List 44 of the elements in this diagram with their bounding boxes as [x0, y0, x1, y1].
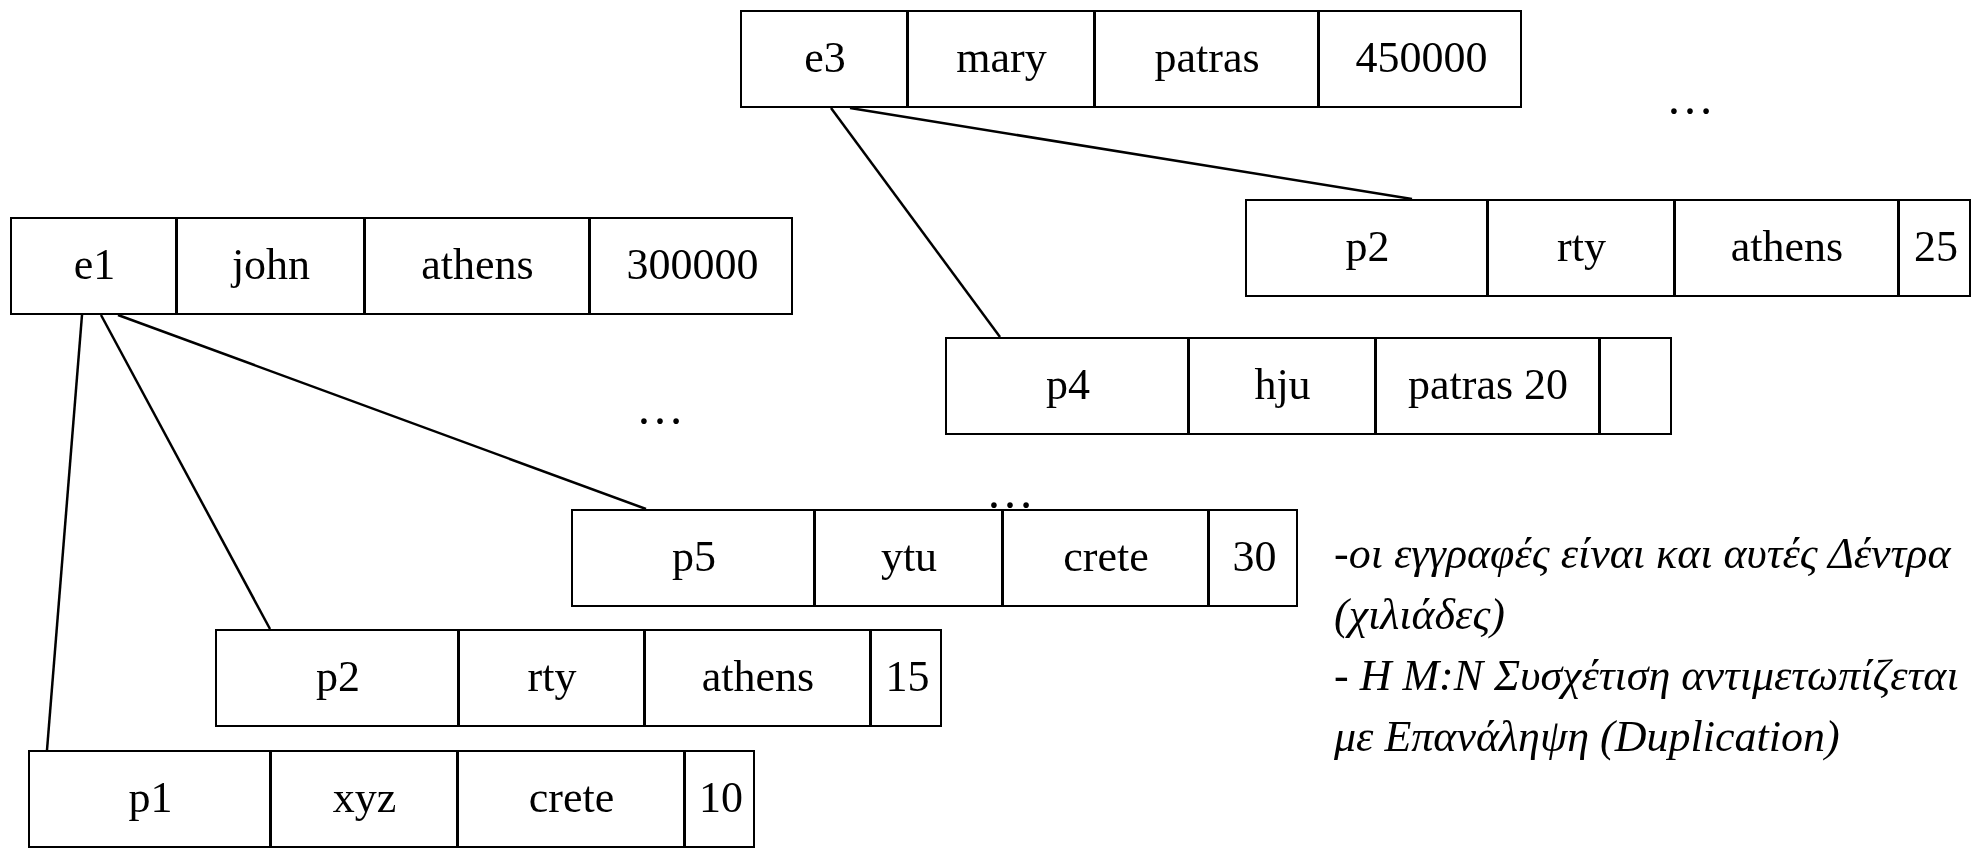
- record-box: [215, 629, 942, 727]
- field-value: p2: [315, 651, 361, 703]
- field-value: 30: [1231, 531, 1278, 583]
- field-value: john: [229, 239, 312, 291]
- ellipsis: …: [635, 380, 685, 436]
- field-value: crete: [527, 772, 616, 824]
- connector-line: [117, 313, 647, 511]
- field-value: athens: [1729, 221, 1845, 273]
- field-value: p4: [1045, 359, 1091, 411]
- field-value: 10: [698, 772, 744, 824]
- field-value: 300000: [625, 239, 760, 291]
- record-box: [740, 10, 1522, 108]
- record-box: [28, 750, 755, 848]
- record-box: [945, 337, 1672, 435]
- connector-line: [99, 314, 272, 630]
- note-text: - Η Μ:Ν Συσχέτιση αντιμετωπίζεται με Επανάληψη (Duplication): [1334, 650, 1960, 763]
- field-value: athens: [420, 239, 535, 291]
- field-value: p5: [671, 531, 717, 583]
- field-value: 25: [1913, 221, 1959, 273]
- field-value: hju: [1253, 359, 1312, 411]
- field-value: 450000: [1354, 32, 1489, 84]
- record-box: [1245, 199, 1971, 297]
- ellipsis: …: [1665, 70, 1715, 126]
- ellipsis: …: [985, 464, 1035, 520]
- note-text: -οι εγγραφές είναι και αυτές Δέντρα (χιλιάδες): [1334, 528, 1953, 641]
- field-value: p1: [127, 772, 174, 824]
- connector-line: [830, 107, 1001, 338]
- record-box: [571, 509, 1298, 607]
- field-value: patras: [1153, 32, 1261, 84]
- record-box: [10, 217, 793, 315]
- field-value: rty: [526, 651, 578, 703]
- field-value: crete: [1062, 531, 1150, 583]
- connector-line: [45, 314, 84, 751]
- field-value: xyz: [331, 772, 398, 824]
- field-value: ytu: [879, 531, 939, 583]
- field-value: mary: [955, 32, 1048, 84]
- field-value: e1: [72, 239, 117, 291]
- field-value: e3: [803, 32, 847, 84]
- field-value: p2: [1344, 221, 1391, 273]
- field-value: 15: [884, 651, 931, 703]
- field-value: athens: [700, 651, 816, 703]
- connector-line: [849, 106, 1413, 201]
- field-value: rty: [1556, 221, 1607, 273]
- field-value: patras 20: [1406, 359, 1570, 411]
